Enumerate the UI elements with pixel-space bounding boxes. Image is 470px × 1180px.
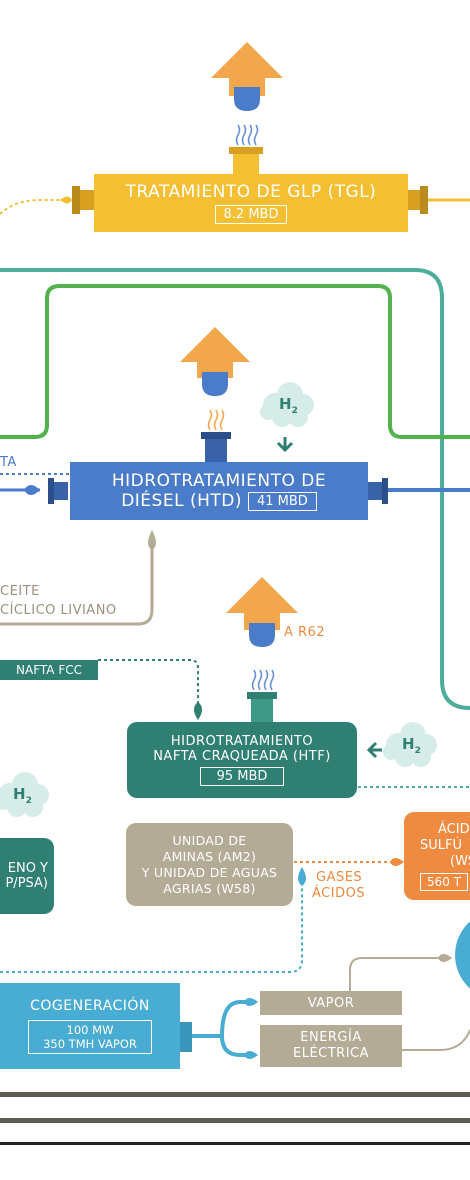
green-pipe [0,284,470,439]
energy-unit: ENERGÍA ELÉCTRICA [260,1025,402,1067]
gases-label-2: ÁCIDOS [312,886,366,901]
htd-stack [205,437,227,463]
fta-label: TA [0,455,17,470]
tgl-stack [233,152,259,176]
rail [0,1142,470,1145]
teal-pipe [0,268,470,710]
amines-unit: UNIDAD DE AMINAS (AM2) Y UNIDAD DE AGUAS… [126,823,293,906]
cogen-title: COGENERACIÓN [30,998,150,1014]
acid-unit: ÁCID SULFÚ (WS 560 T [404,812,470,900]
vapor-unit: VAPOR [260,991,402,1015]
rail [0,1092,470,1097]
htf-title-1: HIDROTRATAMIENTO [170,734,314,749]
tgl-input-dotted [0,199,72,215]
emission-waves [235,124,259,146]
htd-unit: HIDROTRATAMIENTO DE DIÉSEL (HTD) 41 MBD [70,462,368,520]
htf-unit: HIDROTRATAMIENTO NAFTA CRAQUEADA (HTF) 9… [127,722,357,798]
htf-capacity: 95 MBD [199,767,285,786]
energy-line [402,1029,470,1051]
htf-stack [251,697,273,723]
emission-arrow-icon [226,577,298,647]
gases-label-1: GASES [316,870,363,885]
tgl-capacity: 8.2 MBD [214,205,288,224]
aceite-label-2: CÍCLICO LIVIANO [0,603,117,618]
htd-title-2: DIÉSEL (HTD) [121,491,242,511]
h2-cloud-icon [383,722,437,767]
tgl-unit: TRATAMIENTO DE GLP (TGL) 8.2 MBD [94,174,408,232]
emission-arrow-icon [180,327,250,396]
htf-title-2: NAFTA CRAQUEADA (HTF) [153,749,331,764]
aceite-line [0,545,154,626]
h2-label-htd: H2 [279,395,298,416]
h2-label-left: H2 [13,785,32,806]
emission-arrow-icon [211,42,283,111]
a-r62-label: A R62 [284,625,326,640]
hydrogen-unit: ENO Y P/PSA) [0,838,54,914]
tgl-input-drop [60,196,72,204]
cogen-outputs [192,1000,248,1057]
htd-capacity: 41 MBD [247,491,317,511]
h2-cloud-icon [260,382,314,427]
blue-circle-partial [455,921,470,989]
htd-title-1: HIDROTRATAMIENTO DE [111,471,327,491]
aceite-label-1: CEITE [0,584,40,599]
nafta-fcc-dotted [98,659,199,705]
tgl-title: TRATAMIENTO DE GLP (TGL) [125,182,377,202]
cogen-dotted [0,882,303,973]
nafta-fcc-tag: NAFTA FCC [0,660,98,680]
h2-down-arrow [276,437,294,453]
h2-cloud-icon [0,772,49,817]
vapor-line [349,957,440,991]
rail [0,1118,470,1123]
cogen-unit: COGENERACIÓN 100 MW 350 TMH VAPOR [0,983,180,1069]
h2-label-htf: H2 [402,735,421,756]
